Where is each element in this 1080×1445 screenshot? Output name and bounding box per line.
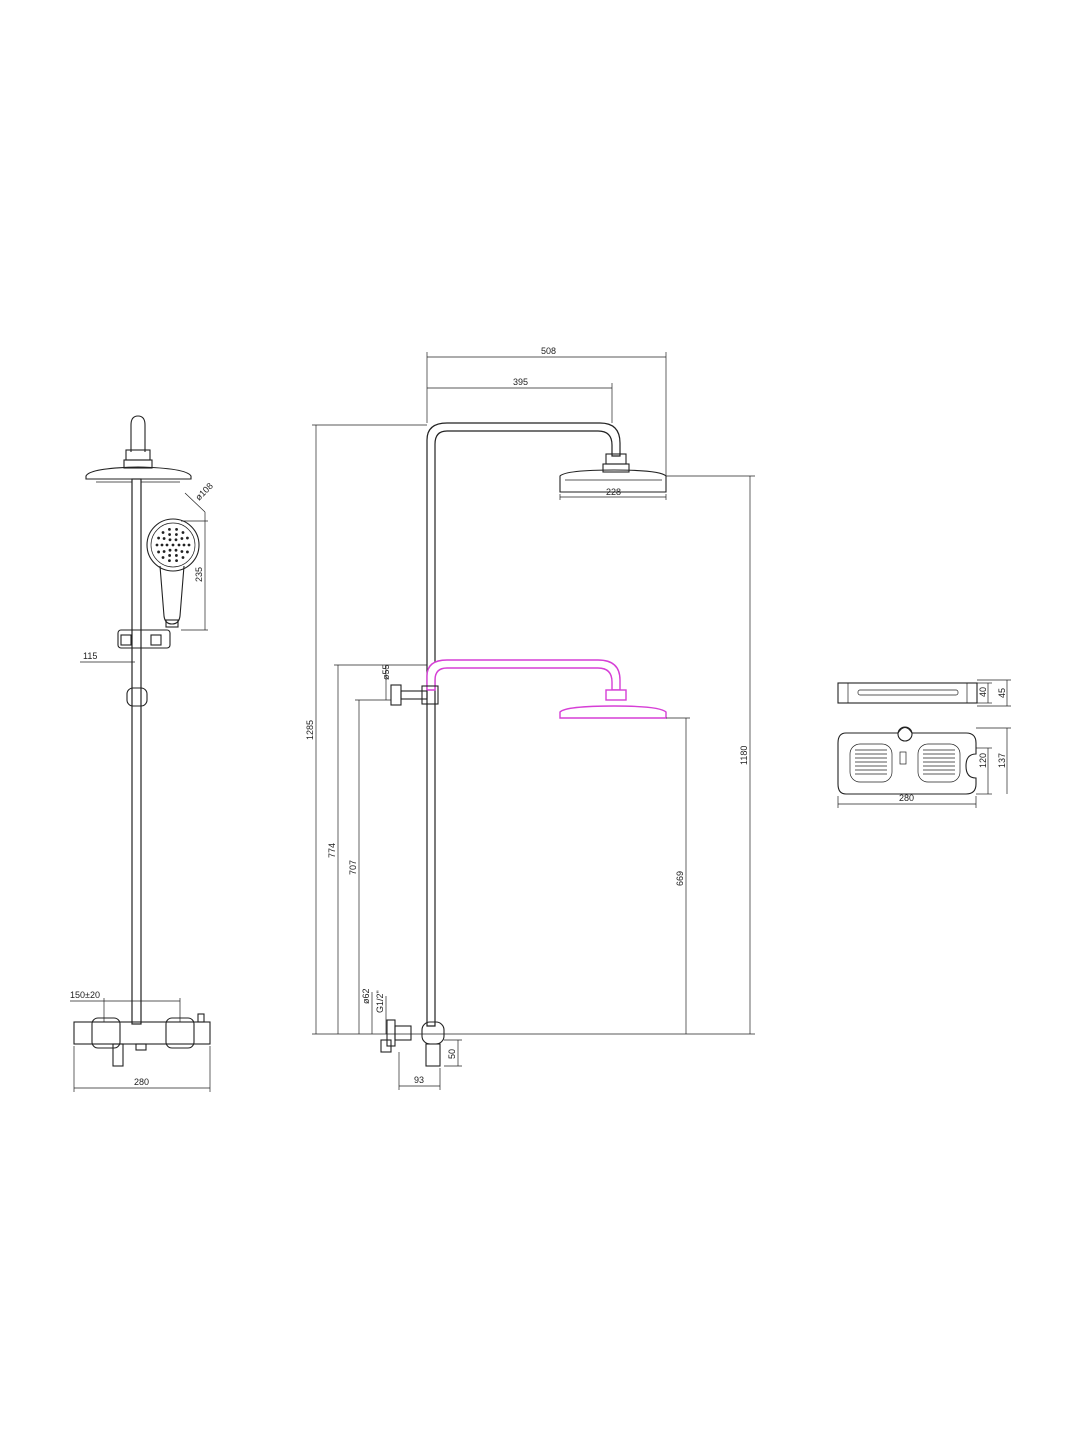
dim-low-head-height: 669	[675, 871, 685, 886]
shelf-profile	[837, 682, 978, 704]
shower-arm	[426, 422, 621, 1027]
nozzle-dot	[168, 528, 171, 531]
dim-head-height: 1180	[739, 746, 749, 765]
nozzle-dot	[186, 536, 189, 540]
dim-shelf-width: 280	[899, 793, 914, 803]
nozzle-dot	[182, 543, 186, 547]
nozzle-dot	[174, 538, 178, 542]
nozzle-dot	[155, 543, 159, 547]
nozzle-dot	[174, 533, 178, 536]
dim-shelf-depth: 120	[978, 753, 988, 768]
dim-hand-diameter: ø108	[193, 481, 215, 503]
nozzle-dot	[168, 554, 172, 557]
front-view: ø108 235 115 150±20 280	[70, 415, 215, 1092]
nozzle-dot	[175, 559, 178, 562]
nozzle-dot	[174, 548, 178, 552]
nozzle-dot	[168, 548, 172, 552]
dim-head-diameter: 228	[606, 487, 621, 497]
nozzle-dot	[181, 531, 185, 534]
dim-adjust-min: 707	[348, 860, 358, 875]
shelf-view: 40 45 120 137 280	[837, 679, 1011, 808]
nozzle-dot	[160, 543, 164, 547]
shelf-top	[837, 726, 977, 795]
dim-bracket-diameter: ø55	[381, 664, 391, 680]
nozzle-dot	[162, 550, 166, 553]
dim-holder-offset: 115	[83, 651, 97, 661]
nozzle-dot	[175, 528, 178, 531]
riser-pipe	[131, 478, 142, 1025]
nozzle-dot	[161, 531, 165, 534]
nozzle-dot	[168, 533, 172, 536]
dim-inlet-spacing: 150±20	[70, 990, 100, 1000]
dim-shelf-thickness: 40	[978, 687, 988, 697]
side-view: 508 395 228 1285 1180 774 707 ø55 669 ø6…	[305, 346, 755, 1090]
dim-shelf-total-thickness: 45	[997, 688, 1007, 698]
dim-wall-offset: 93	[414, 1075, 424, 1085]
dim-outlet-depth: 50	[447, 1049, 457, 1059]
nozzle-dot	[157, 550, 160, 554]
dim-outer-arm: 508	[541, 346, 556, 356]
slide-holder	[117, 629, 171, 649]
hand-shower	[146, 518, 200, 628]
nozzle-dot	[171, 543, 175, 547]
dim-arm-length: 395	[513, 377, 528, 387]
nozzle-dot	[165, 543, 169, 547]
dim-eccentric-diameter: ø62	[361, 988, 371, 1004]
nozzle-dot	[157, 536, 160, 540]
wall-bracket	[126, 687, 148, 707]
nozzle-dot	[181, 556, 185, 559]
dim-shelf-total-depth: 137	[997, 753, 1007, 768]
dim-mixer-width: 280	[134, 1077, 149, 1087]
dim-hand-length: 235	[194, 567, 204, 582]
nozzle-dot	[177, 543, 181, 547]
dim-total-height: 1285	[305, 720, 315, 740]
mixer-body	[73, 1021, 211, 1045]
dim-thread: G1/2"	[375, 990, 385, 1013]
nozzle-dot	[162, 537, 166, 540]
nozzle-dot	[174, 554, 178, 557]
dim-adjust-max: 774	[327, 843, 337, 858]
nozzle-dot	[180, 537, 184, 540]
rain-head	[85, 466, 192, 480]
nozzle-dot	[187, 543, 191, 547]
nozzle-dot	[161, 556, 165, 559]
nozzle-dot	[180, 550, 184, 553]
nozzle-dot	[168, 559, 171, 562]
nozzle-dot	[186, 550, 189, 554]
low-position-arm	[426, 659, 667, 719]
nozzle-dot	[168, 538, 172, 542]
